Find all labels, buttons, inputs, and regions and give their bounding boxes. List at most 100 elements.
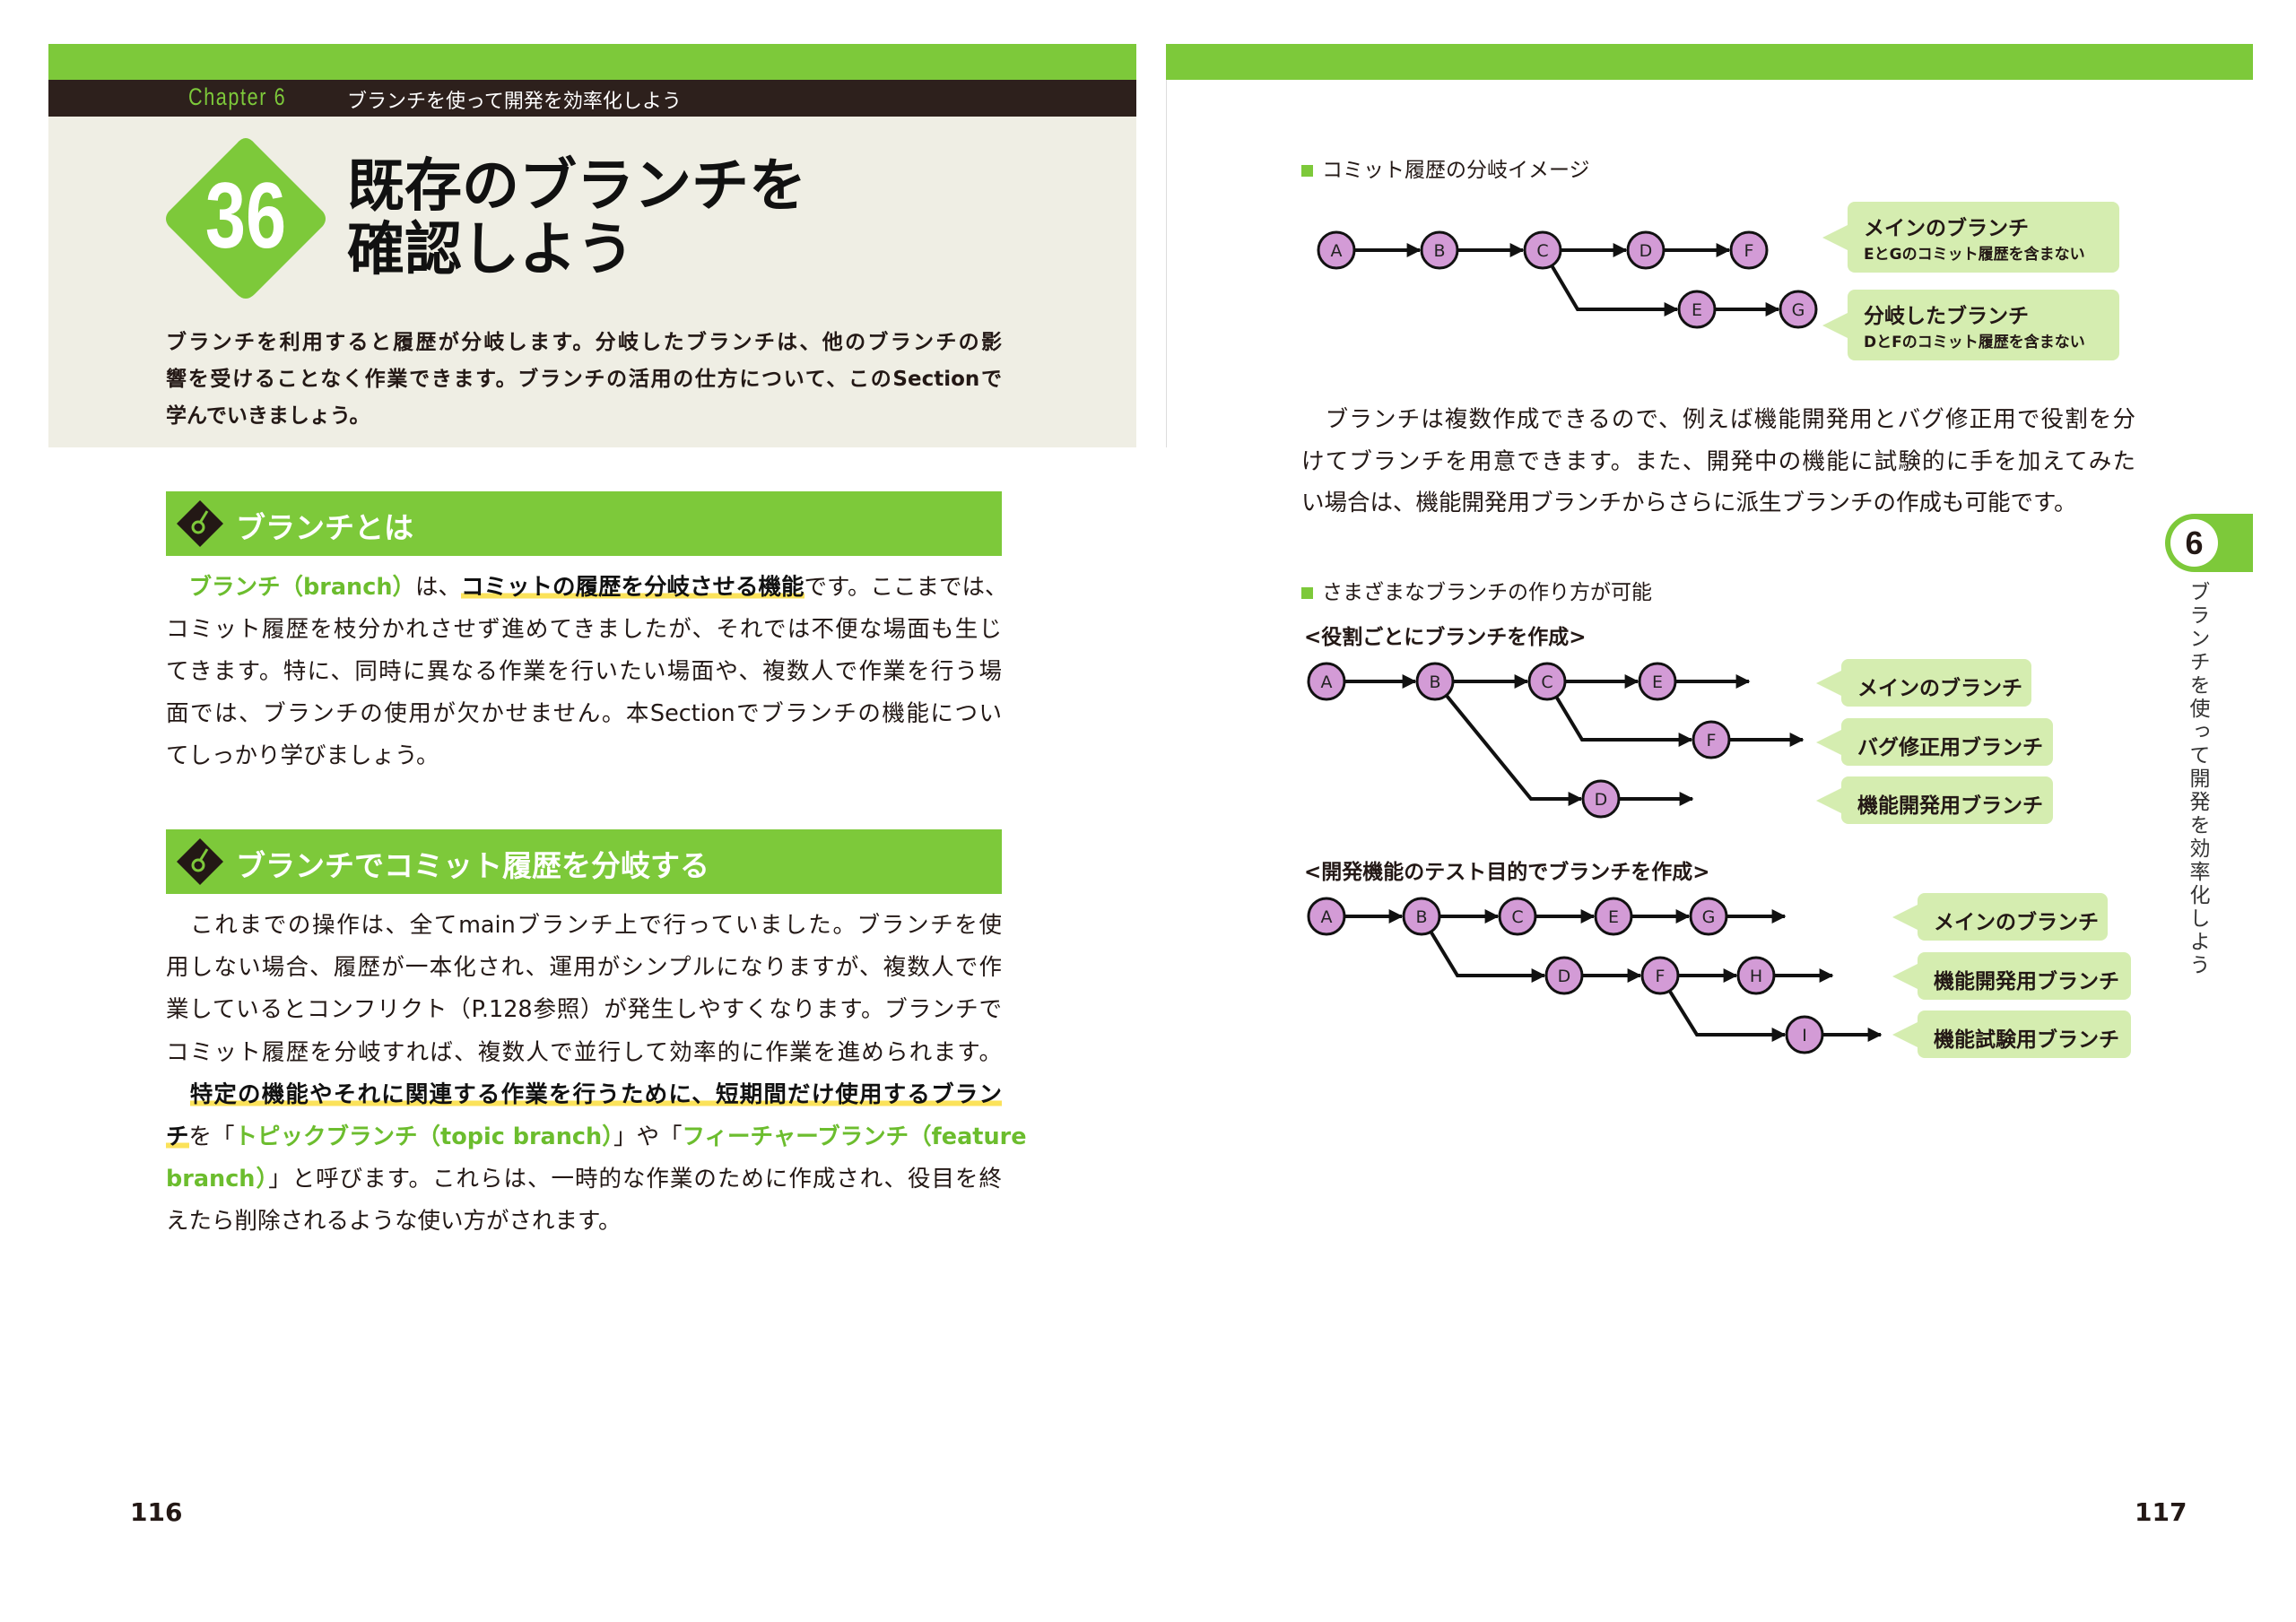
figure1-title: コミット履歴の分岐イメージ [1301, 152, 1590, 183]
commit-label: C [1541, 672, 1552, 692]
figure2-title-text: さまざまなブランチの作り方が可能 [1322, 581, 1652, 604]
commit-node: B [1402, 897, 1441, 936]
lead-text-line: 学んでいきましょう。 [166, 404, 370, 428]
commit-node: E [1638, 662, 1677, 701]
commit-label: B [1429, 672, 1440, 692]
commit-label: B [1415, 907, 1427, 927]
text-segment: けてブランチを用意できます。また、開発中の機能に試験的に手を加えてみた [1301, 447, 2135, 475]
callout-label: バグ修正用ブランチ [1857, 736, 2043, 759]
lead-text-line: 響を受けることなく作業できます。ブランチの活用の仕方について、このSection… [166, 368, 1002, 391]
commit-node: H [1736, 956, 1776, 995]
commit-label: E [1652, 672, 1663, 692]
callout-bugfix-branch: バグ修正用ブランチ [1816, 718, 2053, 766]
text-line: コミット履歴を分岐すれば、複数人で並行して効率的に作業を進められます。 [166, 1038, 1002, 1067]
section-number: 36 [204, 164, 287, 268]
commit-node: B [1420, 230, 1459, 270]
text-line: 面では、ブランチの使用が欠かせません。本Sectionでブランチの機能につい [166, 699, 1002, 728]
commit-label: C [1511, 907, 1523, 927]
callout-label: 分岐したブランチ [1864, 305, 2029, 328]
bullet-square-icon [1301, 165, 1313, 177]
commit-label: G [1702, 907, 1716, 927]
commit-node: E [1677, 290, 1717, 329]
git-diamond-icon [177, 500, 223, 547]
commit-label: E [1692, 300, 1702, 320]
commit-node: D [1581, 779, 1621, 819]
text-line: ブランチは複数作成できるので、例えば機能開発用とバグ修正用で役割を分 [1301, 405, 2135, 434]
figure1-title-text: コミット履歴の分岐イメージ [1322, 159, 1590, 182]
page-number-right: 117 [2135, 1497, 2187, 1527]
commit-label: G [1792, 300, 1805, 320]
running-head-vertical: ブランチを使って開発を効率化しよう [2186, 581, 2209, 977]
page-title-line-1: 既存のブランチを [347, 153, 806, 220]
diagram-b-subtitle: <開発機能のテスト目的でブランチを作成> [1304, 861, 1710, 884]
text-segment [166, 1081, 190, 1108]
page-title-line-2: 確認しよう [347, 217, 634, 283]
commit-label: D [1595, 790, 1608, 810]
branch-edge [1545, 680, 1693, 747]
text-line: てきます。特に、同時に異なる作業を行いたい場面や、複数人で作業を行う場 [166, 657, 1002, 686]
commit-node: F [1692, 720, 1731, 759]
commit-node: F [1640, 956, 1680, 995]
section-diamond-icon [166, 138, 326, 299]
text-line: これまでの操作は、全てmainブランチ上で行っていました。ブランチを使 [166, 911, 1002, 940]
section-heading-text: ブランチでコミット履歴を分岐する [236, 848, 709, 883]
term-highlight: branch） [166, 1166, 269, 1193]
commit-label: F [1656, 967, 1665, 986]
text-segment: ブランチは複数作成できるので、例えば機能開発用とバグ修正用で役割を分 [1301, 406, 2135, 433]
callout-branched: 分岐したブランチ DとFのコミット履歴を含まない [1822, 290, 2119, 360]
callout-main-branch: メインのブランチ EとGのコミット履歴を含まない [1822, 202, 2119, 273]
section-heading-what-is-branch: ブランチとは [166, 491, 1002, 556]
chapter-tab-number: 6 [2170, 519, 2218, 567]
text-segment: コミット履歴を枝分かれさせず進めてきましたが、それでは不便な場面も生じ [166, 616, 1002, 643]
commit-label: D [1639, 241, 1653, 261]
callout-note: EとGのコミット履歴を含まない [1864, 246, 2085, 264]
chapter-bar: Chapter 6 ブランチを使って開発を効率化しよう [48, 80, 1136, 117]
commit-node: D [1544, 956, 1584, 995]
text-segment: は、 [414, 574, 461, 601]
text-line: えたら削除されるような使い方がされます。 [166, 1207, 1002, 1236]
text-line: い場合は、機能開発用ブランチからさらに派生ブランチの作成も可能です。 [1301, 489, 2135, 517]
term-highlight: トピックブランチ（topic branch） [234, 1123, 613, 1150]
top-green-bar-left [48, 44, 1136, 80]
text-segment: 用しない場合、履歴が一本化され、運用がシンプルになりますが、複数人で作 [166, 954, 1002, 982]
text-segment: コミット履歴を分岐すれば、複数人で並行して効率的に作業を進められます。 [166, 1038, 1002, 1066]
commit-node: C [1527, 662, 1567, 701]
branch-edge [1658, 974, 1787, 1042]
section-heading-branch-history: ブランチでコミット履歴を分岐する [166, 829, 1002, 894]
commit-node: F [1729, 230, 1769, 270]
callout-feature-branch: 機能開発用ブランチ [1892, 952, 2131, 1000]
commit-label: H [1750, 967, 1762, 986]
text-segment [166, 574, 189, 601]
callout-label: メインのブランチ [1934, 911, 2099, 934]
branch-edge [1433, 680, 1583, 806]
callout-main-branch: メインのブランチ [1816, 659, 2031, 707]
text-line: チを「トピックブランチ（topic branch）」や「フィーチャーブランチ（f… [166, 1123, 1027, 1151]
text-segment: です。ここまでは、 [804, 574, 1008, 601]
term-highlight: フィーチャーブランチ（feature [682, 1123, 1027, 1150]
chapter-tab: 6 [2165, 514, 2253, 572]
callout-label: 機能開発用ブランチ [1934, 970, 2119, 993]
commit-label: I [1802, 1026, 1807, 1045]
text-segment: 」と呼びます。これらは、一時的な作業のために作成され、役目を終 [268, 1166, 1002, 1193]
text-segment: い場合は、機能開発用ブランチからさらに派生ブランチの作成も可能です。 [1301, 490, 2077, 516]
bullet-square-icon [1301, 587, 1313, 599]
text-line: コミット履歴を枝分かれさせず進めてきましたが、それでは不便な場面も生じ [166, 615, 1002, 644]
git-diamond-icon [177, 838, 223, 885]
text-line: ブランチ（branch）は、コミットの履歴を分岐させる機能です。ここまでは、 [166, 573, 1007, 602]
text-line: 用しない場合、履歴が一本化され、運用がシンプルになりますが、複数人で作 [166, 953, 1002, 982]
branch-edge [1541, 248, 1679, 317]
callout-main-branch: メインのブランチ [1892, 893, 2108, 941]
page-gutter-line [1166, 80, 1167, 447]
text-segment: 業しているとコンフリクト（P.128参照）が発生しやすくなります。ブランチで [166, 996, 1002, 1024]
text-segment: えたら削除されるような使い方がされます。 [166, 1208, 622, 1236]
commit-label: A [1321, 907, 1333, 927]
commit-node: D [1626, 230, 1665, 270]
commit-label: F [1707, 731, 1717, 750]
commit-node: G [1779, 290, 1818, 329]
callout-label: メインのブランチ [1864, 217, 2029, 240]
text-line: 特定の機能やそれに関連する作業を行うために、短期間だけ使用するブラン [166, 1080, 1002, 1109]
chapter-label: Chapter 6 [188, 83, 287, 110]
commit-node: C [1498, 897, 1537, 936]
commit-node: I [1785, 1015, 1824, 1054]
commit-label: A [1321, 672, 1333, 692]
